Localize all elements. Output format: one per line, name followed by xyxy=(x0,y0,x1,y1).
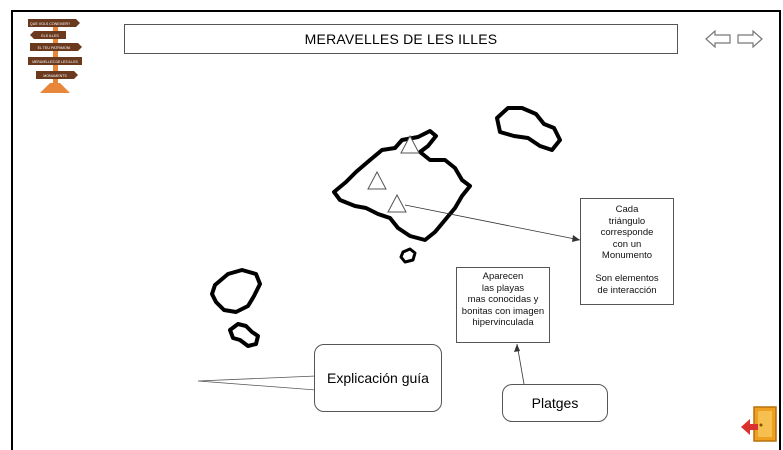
cabrera-island xyxy=(399,247,417,264)
monument-triangle-3[interactable] xyxy=(387,193,407,213)
slide-frame xyxy=(11,10,781,450)
exit-door-icon[interactable] xyxy=(740,405,780,443)
formentera-island xyxy=(228,322,260,348)
guide-bubble: Explicación guía xyxy=(314,344,442,412)
right-arrow-icon[interactable] xyxy=(737,30,763,48)
mallorca-island xyxy=(332,129,472,242)
monument-note: Cada triángulo corresponde con un Monume… xyxy=(580,198,674,305)
sign-1: QUE VOLS CONEIXER? xyxy=(30,22,70,26)
beaches-bubble-text: Platges xyxy=(531,395,579,411)
page-title: MERAVELLES DE LES ILLES xyxy=(124,24,678,54)
beaches-bubble: Platges xyxy=(502,384,608,422)
beaches-note-text: Aparecen las playas mas conocidas y boni… xyxy=(461,271,545,328)
menorca-island xyxy=(495,106,562,152)
left-arrow-icon[interactable] xyxy=(705,30,731,48)
beaches-note: Aparecen las playas mas conocidas y boni… xyxy=(456,267,550,343)
sign-4: MERAVELLES DE LES ILLES xyxy=(32,60,78,64)
monument-note-text: Cada triángulo corresponde con un Monume… xyxy=(595,204,659,296)
guide-bubble-tail xyxy=(197,375,317,391)
ibiza-island xyxy=(210,268,262,314)
sign-3: EL TEU PATRIMONI xyxy=(38,46,71,50)
monument-connector xyxy=(404,204,581,241)
monument-triangle-1[interactable] xyxy=(400,134,420,154)
sign-5: MONUMENTS xyxy=(43,74,67,78)
sign-2: ELS ILLES xyxy=(41,34,59,38)
guide-bubble-text: Explicación guía xyxy=(327,370,429,386)
monument-triangle-2[interactable] xyxy=(367,170,387,190)
signpost-logo[interactable]: QUE VOLS CONEIXER? ELS ILLES EL TEU PATR… xyxy=(26,17,84,95)
